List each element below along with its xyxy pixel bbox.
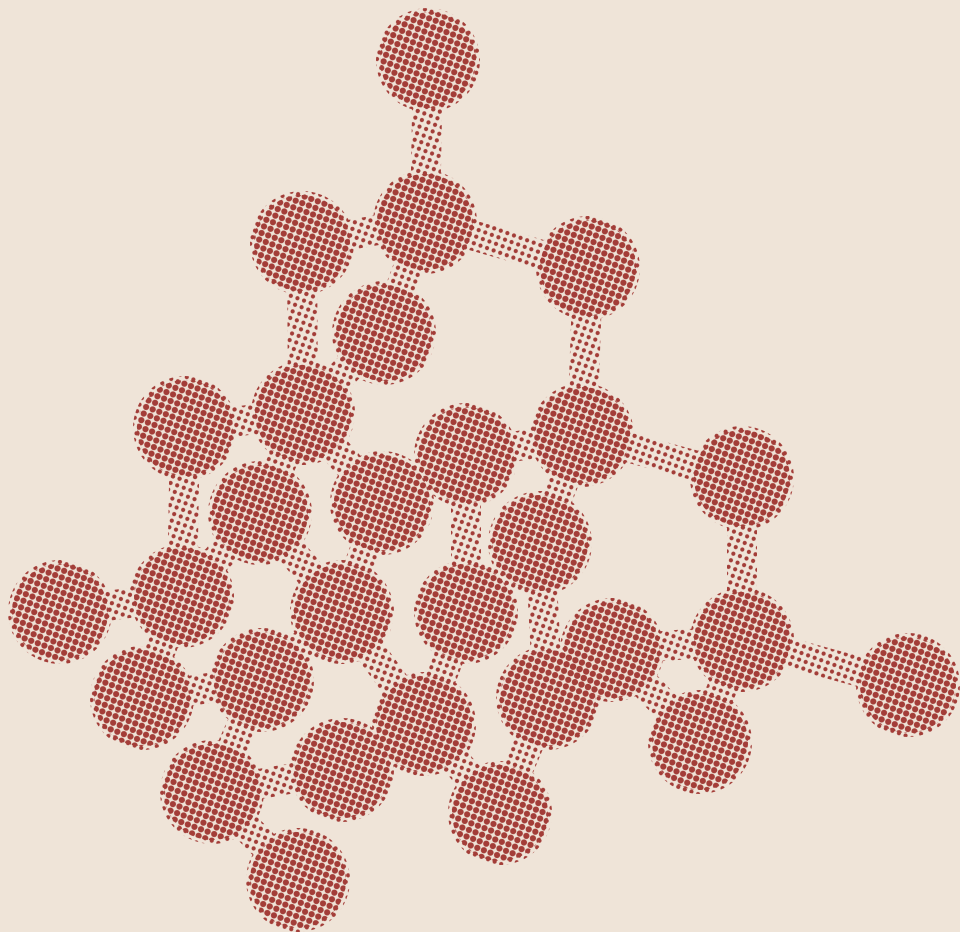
atom [255,365,351,461]
atom [376,676,472,772]
atom [334,455,430,551]
atom [164,744,260,840]
atom [134,548,230,644]
atom [380,12,476,108]
atom [214,632,310,728]
atom [254,195,350,291]
atom [294,564,390,660]
atom [336,285,432,381]
atom [500,650,596,746]
atom [540,220,636,316]
atom [250,832,346,928]
atom [694,592,790,688]
atom [694,430,790,526]
atom [492,495,588,591]
atom [94,650,190,746]
atom [652,694,748,790]
atom [12,564,108,660]
atom [294,722,390,818]
atom [377,174,473,270]
atom [452,765,548,861]
atom [137,380,233,476]
atom [860,637,956,733]
atom [534,387,630,483]
atom [212,465,308,561]
atom [418,407,514,503]
atom-layer [8,8,960,932]
atom [418,564,514,660]
